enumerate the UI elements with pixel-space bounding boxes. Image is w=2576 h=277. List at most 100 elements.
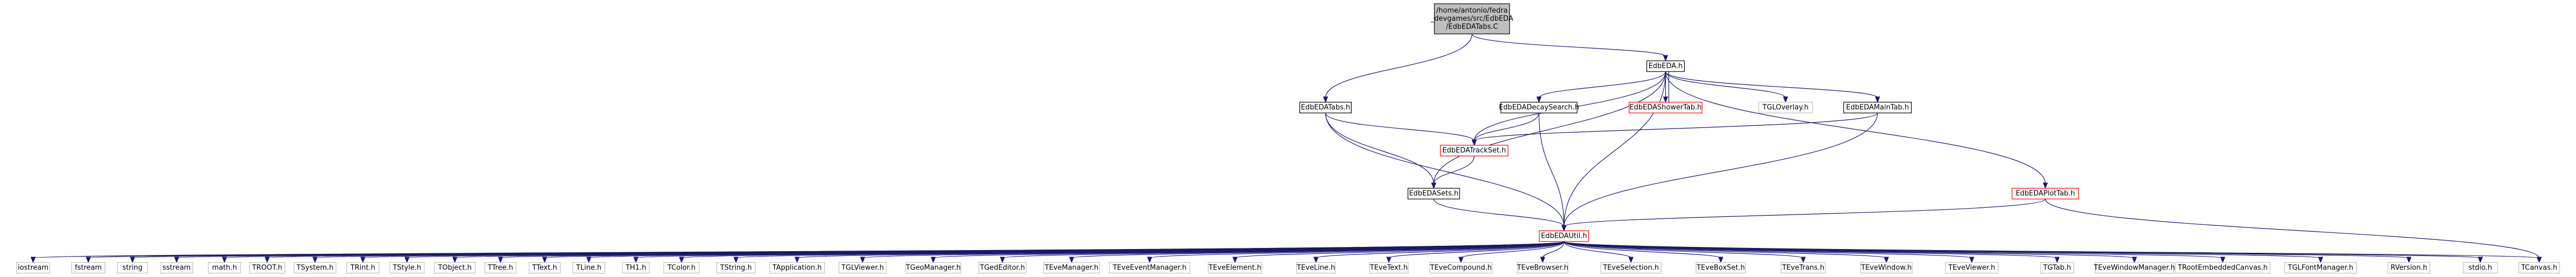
node-box (2012, 188, 2079, 200)
node-box (2284, 262, 2357, 274)
edge-arrowhead (999, 257, 1005, 264)
edge-arrowhead (1663, 55, 1668, 62)
node-edbedatabs_h[interactable]: EdbEDATabs.h (1299, 102, 1352, 113)
node-label: EdbEDATabs.h (1301, 104, 1351, 112)
node-l14[interactable]: TColor.h (663, 262, 700, 274)
node-box (2040, 262, 2074, 274)
node-l23[interactable]: TEveLine.h (1296, 262, 1336, 274)
node-l31[interactable]: TEveViewer.h (1945, 262, 1999, 274)
nodes-layer: /home/antonio/fedra_devgames/src/EdbEDA/… (16, 3, 2560, 274)
node-label: EdbEDATrackSet.h (1442, 147, 1506, 155)
node-label: EdbEDADecaySearch.h (1499, 104, 1579, 112)
node-l26[interactable]: TEveBrowser.h (1516, 262, 1569, 274)
node-edbeda_h[interactable]: EdbEDA.h (1646, 60, 1685, 72)
node-l33[interactable]: TEveWindowManager.h (2093, 262, 2175, 274)
edge-arrowhead (2406, 257, 2412, 264)
node-label: /home/antonio/fedra (1436, 7, 1508, 15)
edge-line (1235, 241, 1565, 259)
node-l8[interactable]: TStyle.h (389, 262, 425, 274)
node-label: TEveSelection.h (1602, 264, 1659, 272)
node-box (2463, 262, 2498, 274)
node-box (16, 262, 50, 274)
edge-arrowhead (85, 257, 91, 264)
node-l32[interactable]: TGTab.h (2040, 262, 2074, 274)
node-root: /home/antonio/fedra_devgames/src/EdbEDA/… (1430, 3, 1513, 34)
node-l0[interactable]: iostream (16, 262, 50, 274)
node-label: TH1.h (625, 264, 646, 272)
node-l3[interactable]: sstream (160, 262, 193, 274)
edge-arrowhead (633, 257, 638, 264)
edge-line (2045, 198, 2540, 259)
node-l9[interactable]: TObject.h (434, 262, 476, 274)
node-l12[interactable]: TLine.h (572, 262, 606, 274)
node-l22[interactable]: TEveElement.h (1208, 262, 1262, 274)
node-l15[interactable]: TString.h (716, 262, 756, 274)
node-l37[interactable]: stdio.h (2463, 262, 2498, 274)
node-l35[interactable]: TGLFontManager.h (2284, 262, 2357, 274)
node-label: TEveCompound.h (1430, 264, 1492, 272)
edge-util_h-to-l24 (1386, 241, 1565, 264)
node-label: TText.h (532, 264, 557, 272)
node-box (1500, 102, 1578, 113)
node-l30[interactable]: TEveWindow.h (1860, 262, 1913, 274)
node-l27[interactable]: TEveSelection.h (1600, 262, 1661, 274)
node-l4[interactable]: math.h (208, 262, 241, 274)
node-label: TGLViewer.h (841, 264, 884, 272)
edge-arrowhead (1313, 257, 1319, 264)
node-l18[interactable]: TGeoManager.h (905, 262, 961, 274)
node-l20[interactable]: TEveManager.h (1043, 262, 1100, 274)
edge-line (1388, 241, 1565, 259)
node-l16[interactable]: TApplication.h (769, 262, 825, 274)
node-l19[interactable]: TGedEditor.h (978, 262, 1027, 274)
node-l28[interactable]: TEveBoxSet.h (1695, 262, 1746, 274)
node-plottab_h[interactable]: EdbEDAPlotTab.h (2012, 188, 2079, 200)
node-l38[interactable]: TCanvas.h (2518, 262, 2560, 274)
node-l24[interactable]: TEveText.h (1369, 262, 1409, 274)
node-l17[interactable]: TGLViewer.h (838, 262, 887, 274)
node-box (389, 262, 425, 274)
node-l13[interactable]: TH1.h (622, 262, 650, 274)
node-tracksel_h[interactable]: EdbEDATrackSet.h (1440, 145, 1508, 157)
edge-line (1563, 198, 2046, 227)
node-util_h[interactable]: EdbEDAUtil.h (1539, 230, 1590, 242)
node-box (1407, 188, 1460, 200)
node-box (346, 262, 380, 274)
node-tgloverlay_h[interactable]: TGLOverlay.h (1758, 102, 1813, 113)
node-l2[interactable]: string (117, 262, 148, 274)
edge-arrowhead (452, 257, 458, 264)
node-box (1299, 102, 1352, 113)
edge-util_h-to-l29 (1563, 241, 1806, 264)
node-label: TLine.h (576, 264, 601, 272)
node-l36[interactable]: RVersion.h (2388, 262, 2430, 274)
edge-line (1563, 241, 1631, 259)
node-l7[interactable]: TRint.h (346, 262, 380, 274)
edge-arrowhead (679, 257, 684, 264)
edge-util_h-to-l23 (1313, 241, 1565, 264)
edge-arrowhead (1801, 257, 1806, 264)
edge-arrowhead (733, 257, 739, 264)
node-l5[interactable]: TROOT.h (249, 262, 286, 274)
node-box (978, 262, 1027, 274)
node-l11[interactable]: TText.h (528, 262, 561, 274)
node-l21[interactable]: TEveEventManager.h (1109, 262, 1191, 274)
node-l6[interactable]: TSystem.h (294, 262, 337, 274)
edge-arrowhead (794, 257, 800, 264)
node-l29[interactable]: TEveTrans.h (1781, 262, 1826, 274)
edge-arrowhead (1471, 139, 1477, 146)
node-l1[interactable]: fstream (71, 262, 106, 274)
node-box (2175, 262, 2270, 274)
node-l34[interactable]: TRootEmbeddedCanvas.h (2175, 262, 2270, 274)
node-maintab_h[interactable]: EdbEDAMainTab.h (1843, 102, 1912, 113)
node-label: TColor.h (667, 264, 695, 272)
edge-util_h-to-l31 (1563, 241, 1975, 264)
edge-arrowhead (1628, 257, 1634, 264)
node-box (838, 262, 887, 274)
node-showertab_h[interactable]: EdbEDAShowerTab.h (1629, 102, 1703, 113)
node-sets_h[interactable]: EdbEDASets.h (1407, 188, 1460, 200)
node-decaysearch_h[interactable]: EdbEDADecaySearch.h (1499, 102, 1579, 113)
edge-edbeda_h-to-maintab_h (1665, 71, 1881, 103)
node-box (1440, 145, 1508, 157)
node-l25[interactable]: TEveCompound.h (1429, 262, 1493, 274)
node-l10[interactable]: TTree.h (484, 262, 517, 274)
node-box (2518, 262, 2560, 274)
